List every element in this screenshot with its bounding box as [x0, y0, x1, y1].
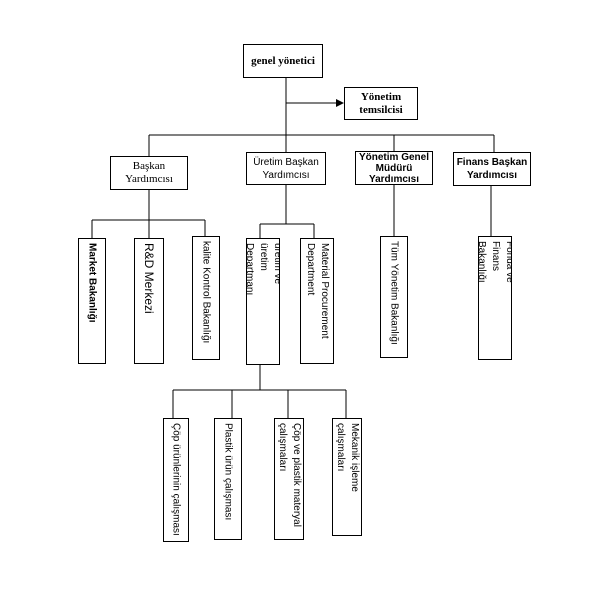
node-finance-vp-label: Finans Başkan Yardımcısı: [456, 157, 528, 181]
node-rd-center: R&D Merkezi: [134, 238, 164, 364]
node-waste-products: Çöp ürünlerinin çalışması: [163, 418, 189, 542]
node-vice-president-label: Başkan Yardımcısı: [125, 160, 173, 185]
node-waste-plastic-material: Çöp ve plastik materyal çalışmaları: [274, 418, 304, 540]
node-root: genel yönetici: [243, 44, 323, 78]
node-quality-control-label: kalite Kontrol Bakanlığı: [200, 241, 212, 344]
node-production-vp-label: Üretim Başkan Yardımcısı: [253, 156, 319, 181]
node-root-label: genel yönetici: [251, 54, 315, 67]
node-general-manager-assistant-label: Yönetim Genel Müdürü Yardımcısı: [358, 151, 429, 185]
node-management-ministry: Tüm Yönetim Bakanlığı: [380, 236, 408, 358]
node-finance-ministry-label: Fonda ve Finans Bakanlığı: [478, 241, 512, 283]
node-management-ministry-label: Tüm Yönetim Bakanlığı: [388, 241, 400, 345]
node-production-department: üretim ve üretim Departmanı: [246, 238, 280, 365]
node-mechanical-processing-label: Mekanik işleme çalışmaları: [335, 423, 360, 492]
node-plastic-product: Plastik ürün çalışması: [214, 418, 242, 540]
arrowhead: [336, 99, 344, 107]
node-market-ministry-label: Market Bakanlığı: [86, 243, 98, 323]
node-rd-center-label: R&D Merkezi: [142, 243, 156, 314]
node-market-ministry: Market Bakanlığı: [78, 238, 106, 364]
node-finance-vp: Finans Başkan Yardımcısı: [453, 152, 531, 186]
node-production-department-label: üretim ve üretim Departmanı: [246, 243, 280, 296]
node-production-vp: Üretim Başkan Yardımcısı: [246, 152, 326, 185]
node-material-procurement-label: Material Procurement Department: [305, 243, 330, 339]
node-quality-control: kalite Kontrol Bakanlığı: [192, 236, 220, 360]
node-representative: Yönetim temsilcisi: [344, 87, 418, 120]
node-material-procurement: Material Procurement Department: [300, 238, 334, 364]
node-representative-label: Yönetim temsilcisi: [359, 90, 403, 116]
node-waste-plastic-material-label: Çöp ve plastik materyal çalışmaları: [277, 423, 302, 527]
node-mechanical-processing: Mekanik işleme çalışmaları: [332, 418, 362, 536]
node-waste-products-label: Çöp ürünlerinin çalışması: [170, 423, 182, 536]
node-finance-ministry: Fonda ve Finans Bakanlığı: [478, 236, 512, 360]
node-plastic-product-label: Plastik ürün çalışması: [222, 423, 234, 521]
node-vice-president: Başkan Yardımcısı: [110, 156, 188, 190]
node-general-manager-assistant: Yönetim Genel Müdürü Yardımcısı: [355, 151, 433, 185]
